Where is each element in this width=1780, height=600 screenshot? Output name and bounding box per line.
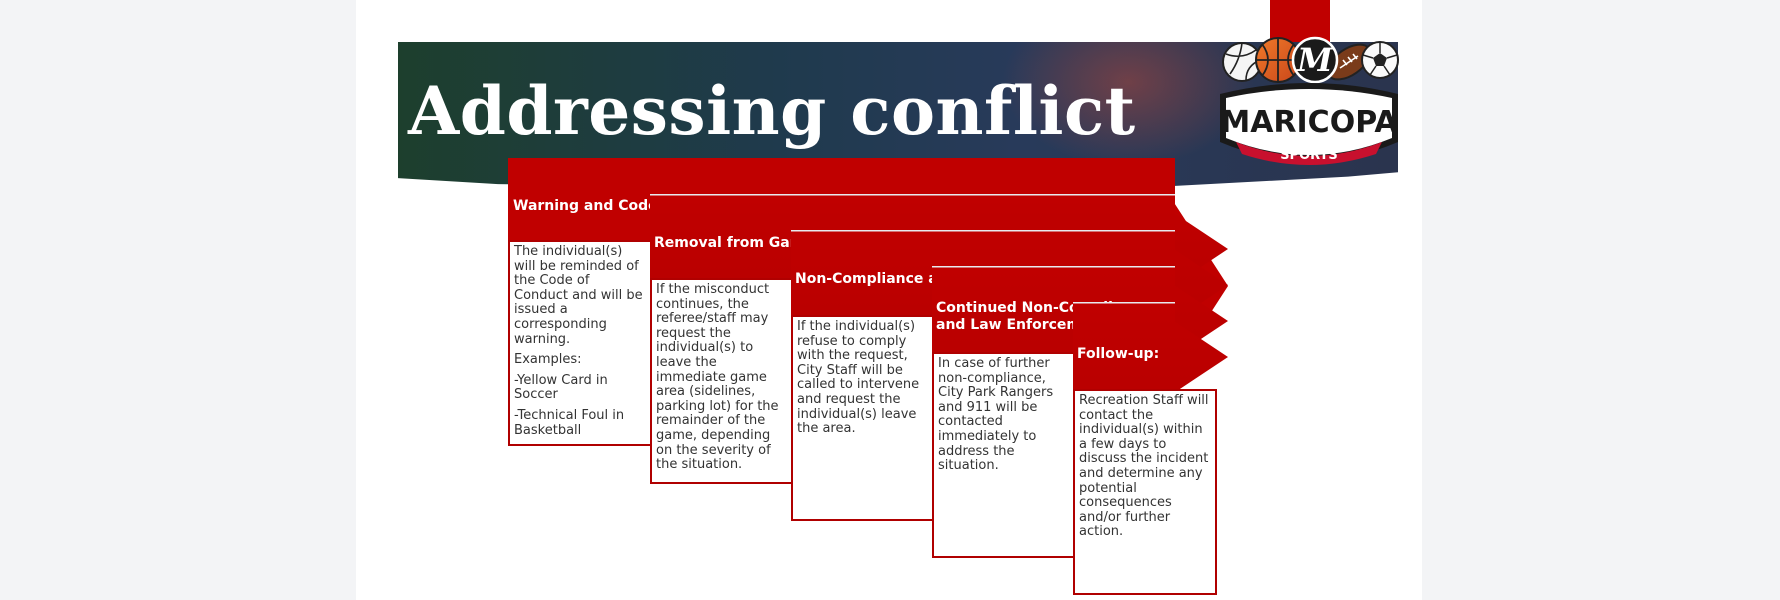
step-body-removal: If the misconduct continues, the referee… (650, 278, 794, 484)
m-emblem: M (1291, 36, 1339, 84)
step-text: Recreation Staff will contact the indivi… (1079, 393, 1209, 540)
emblem-letter: M (1296, 41, 1334, 79)
soccer-ball-icon (1361, 41, 1399, 79)
logo-ribbon (1236, 142, 1382, 165)
maricopa-sports-logo: M MARICOPA SPORTS (1220, 36, 1399, 165)
step-text: If the misconduct continues, the referee… (656, 282, 779, 473)
step-text: -Yellow Card in Soccer (514, 372, 608, 403)
volleyball-icon (1222, 42, 1262, 82)
step-text: If the individual(s) refuse to comply wi… (797, 319, 920, 437)
step-heading-follow-up: Follow-up: (1077, 346, 1160, 362)
slide-title: Addressing conflict (408, 72, 1136, 150)
step-text: The individual(s) will be reminded of th… (514, 244, 643, 347)
step-text: -Technical Foul in Basketball (514, 407, 625, 438)
step-text: Examples: (514, 352, 582, 368)
step-body-law-enforcement: In case of further non-compliance, City … (932, 352, 1076, 558)
logo-tagline: SPORTS (1280, 148, 1338, 163)
logo-name: MARICOPA (1220, 105, 1398, 140)
step-body-city-staff: If the individual(s) refuse to comply wi… (791, 315, 935, 521)
step-body-warning: The individual(s) will be reminded of th… (508, 240, 652, 446)
slide: Addressing conflict (356, 0, 1422, 600)
step-body-follow-up: Recreation Staff will contact the indivi… (1073, 389, 1217, 595)
logo-shield-inner (1226, 89, 1392, 155)
step-text: In case of further non-compliance, City … (938, 356, 1054, 474)
basketball-icon (1255, 37, 1301, 83)
